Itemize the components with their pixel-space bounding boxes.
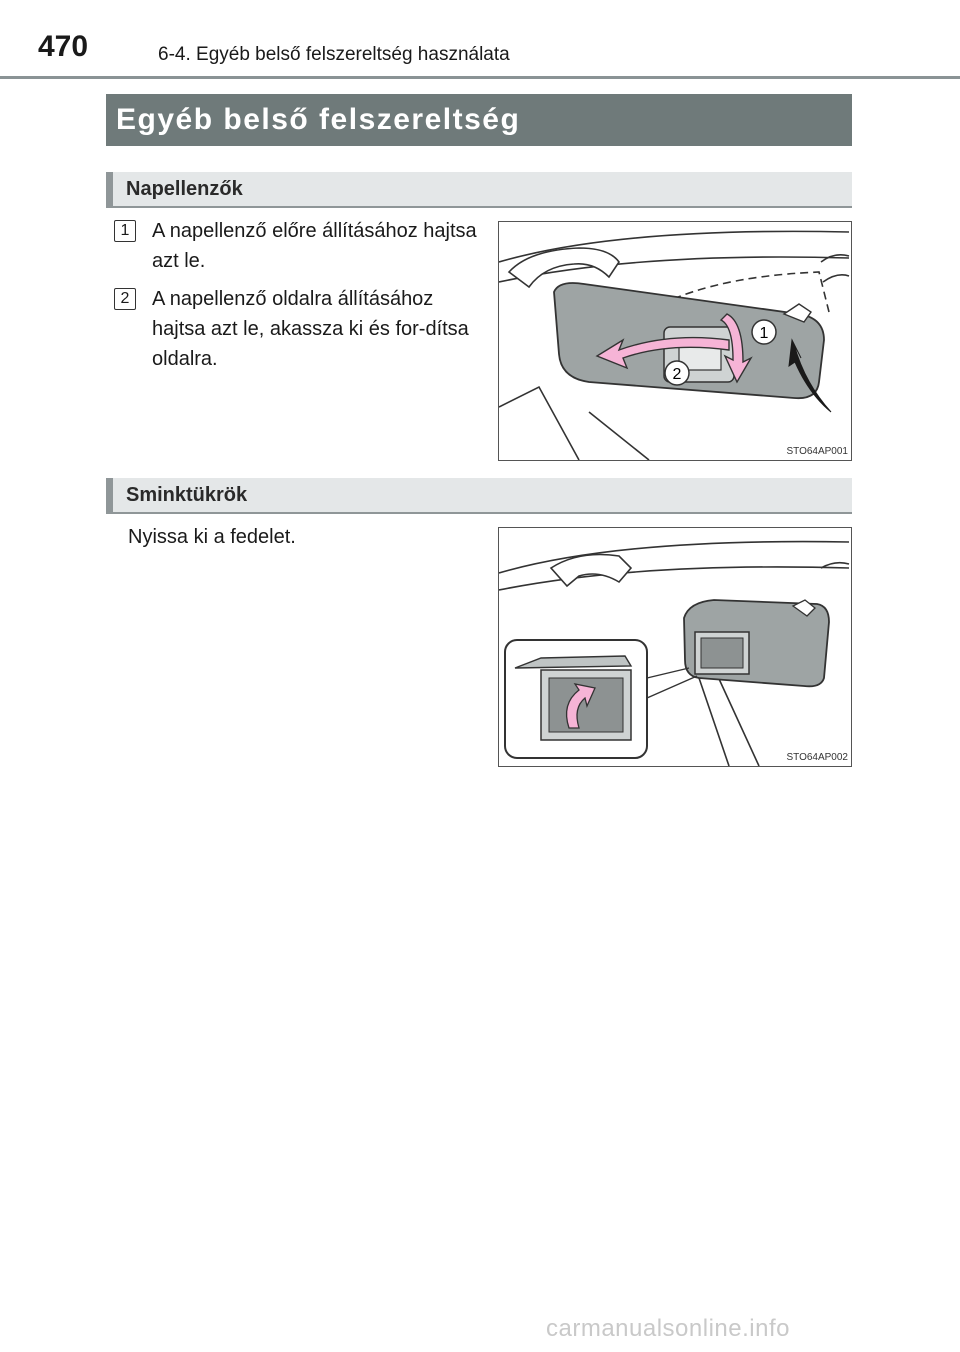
section-header-vanity-mirrors: Sminktükrök (106, 478, 852, 514)
page-number: 470 (38, 30, 89, 63)
header-rule (0, 76, 960, 79)
step-badge: 1 (114, 220, 136, 242)
step-2: 2 A napellenző oldalra állításához hajts… (114, 284, 484, 380)
vanity-mirror-text: Nyissa ki a fedelet. (128, 526, 296, 548)
swing-arrow (788, 338, 832, 413)
open-lid-arrow (565, 683, 596, 729)
watermark: carmanualsonline.info (546, 1315, 790, 1342)
running-header: 6-4. Egyéb belső felszereltség használat… (158, 44, 510, 65)
rotate-arrow (595, 336, 730, 370)
section-title: Napellenzők (126, 178, 243, 200)
step-1: 1 A napellenző előre állításához hajtsa … (114, 216, 484, 280)
figure-sun-visor: 1 2 STO64AP001 (498, 221, 852, 461)
step-badge: 2 (114, 288, 136, 310)
figure-vanity-mirror: STO64AP002 (498, 527, 852, 767)
figure-code: STO64AP001 (786, 446, 848, 457)
figure-code: STO64AP002 (786, 752, 848, 763)
section-edge (106, 172, 113, 206)
step-text: A napellenző oldalra állításához hajtsa … (152, 288, 469, 370)
section-title: Sminktükrök (126, 484, 248, 506)
section-edge (106, 478, 113, 512)
chapter-band: Egyéb belső felszereltség (106, 94, 852, 146)
callout-2: 2 (673, 366, 682, 383)
section-header-sun-visors: Napellenzők (106, 172, 852, 208)
sun-visor-illustration: 1 2 (499, 230, 850, 460)
step-text: A napellenző előre állításához hajtsa az… (152, 220, 477, 272)
callout-1: 1 (760, 325, 769, 342)
fold-down-arrow (719, 313, 753, 384)
chapter-title: Egyéb belső felszereltség (116, 103, 521, 136)
vanity-mirror-illustration (499, 540, 850, 766)
